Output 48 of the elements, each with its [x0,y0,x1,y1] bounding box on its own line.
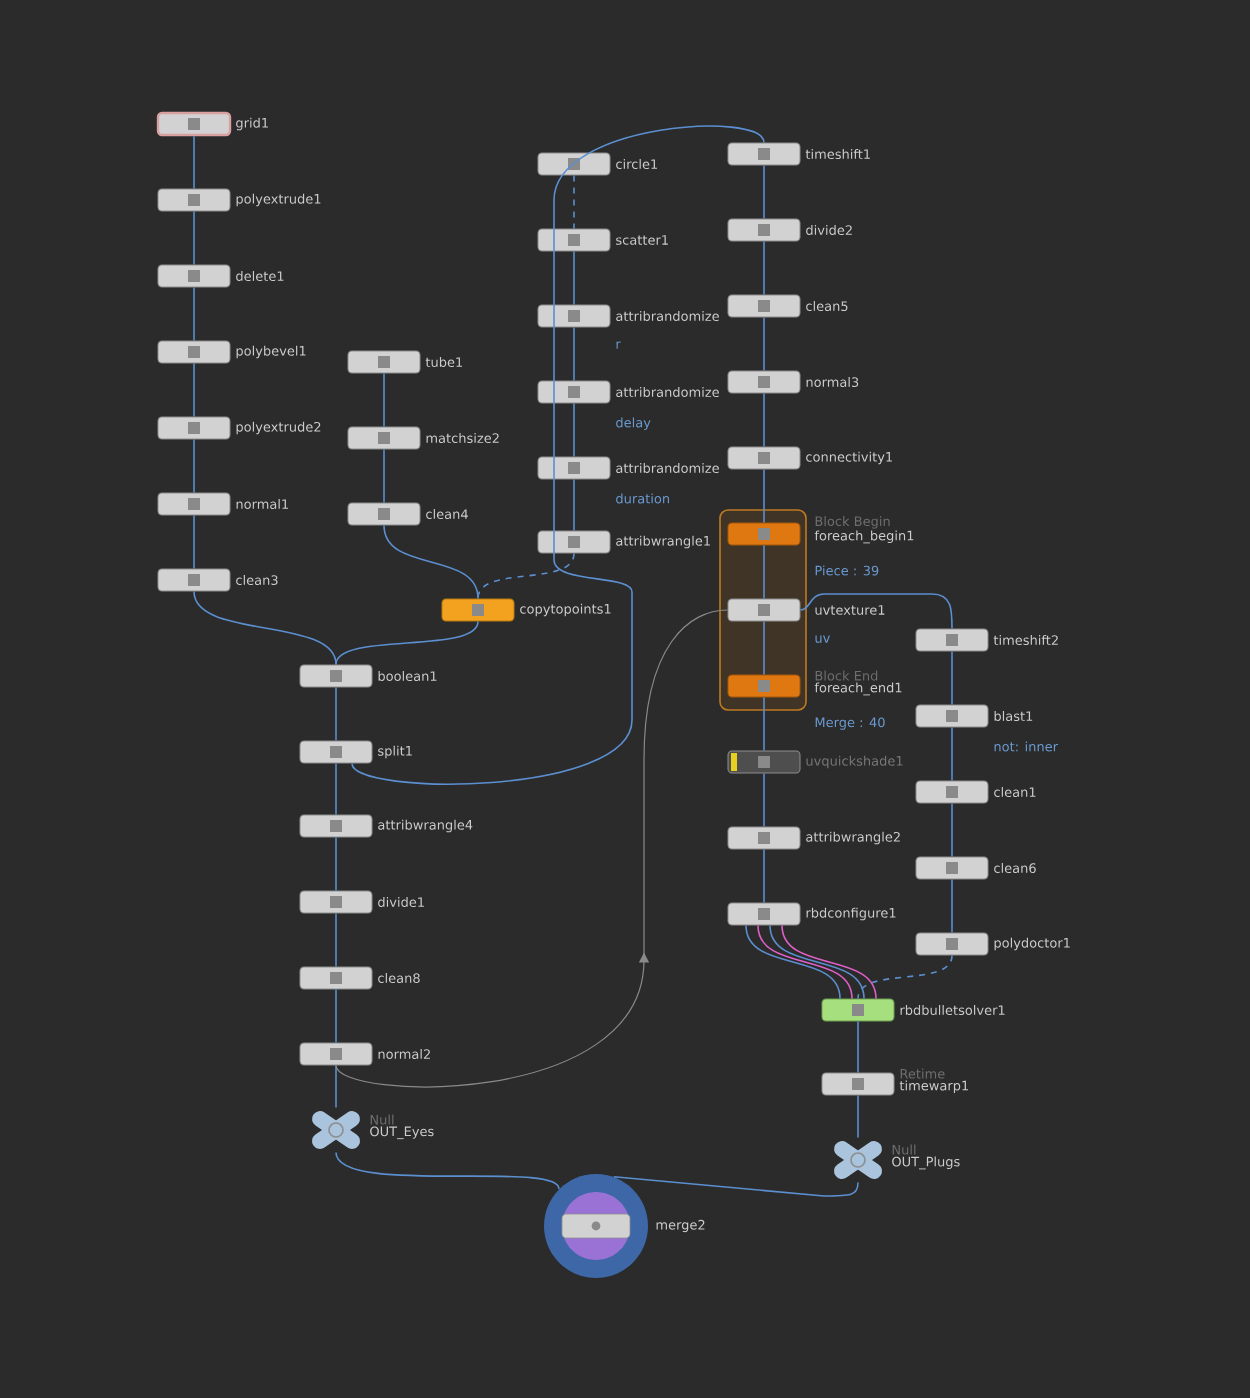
connector-wire [335,912,337,968]
connector-wire [951,650,953,706]
connector-wire [745,924,841,1000]
connector-wire [763,240,765,296]
connector-wire [477,552,575,600]
connector-wire [857,1094,859,1139]
connector-wire [573,326,575,382]
connector-wire [769,924,865,1000]
connector-wire [781,924,877,1000]
connector-wire [351,125,765,785]
connector-wire [193,210,195,266]
connector-wire [383,524,479,600]
connector-wire [335,620,479,666]
connector-wire [193,135,195,190]
connector-wire [335,988,337,1044]
connector-wire [193,362,195,418]
connector-wire [763,468,765,524]
connector-wire [763,392,765,448]
connector-wire [763,848,765,904]
connector-wire [335,1151,560,1190]
connector-wire [335,1064,337,1109]
connector-wire [799,593,953,630]
connector-wire [573,478,575,532]
connector-wire [763,620,765,676]
connector-wire [857,954,953,1000]
connector-wire [757,924,853,1000]
connector-wire [951,878,953,934]
arrow [335,609,729,1088]
connector-wire [335,836,337,892]
connector-wire [763,696,765,752]
connector-wire [573,250,575,306]
connector-wire [573,174,575,230]
connector-wire [335,686,337,742]
connector-wire [763,772,765,828]
connector-wire [193,590,337,666]
connector-wire [193,438,195,494]
connector-wire [193,514,195,570]
connector-wire [383,448,385,504]
connector-wire [857,1020,859,1074]
connector-wire [951,726,953,782]
connector-wire [383,372,385,428]
connector-wire [335,762,337,816]
connector-wire [951,802,953,858]
connector-wire [763,544,765,600]
connector-wire [573,402,575,458]
connector-wire [763,164,765,220]
connector-wire [763,316,765,372]
connector-wire [193,286,195,342]
